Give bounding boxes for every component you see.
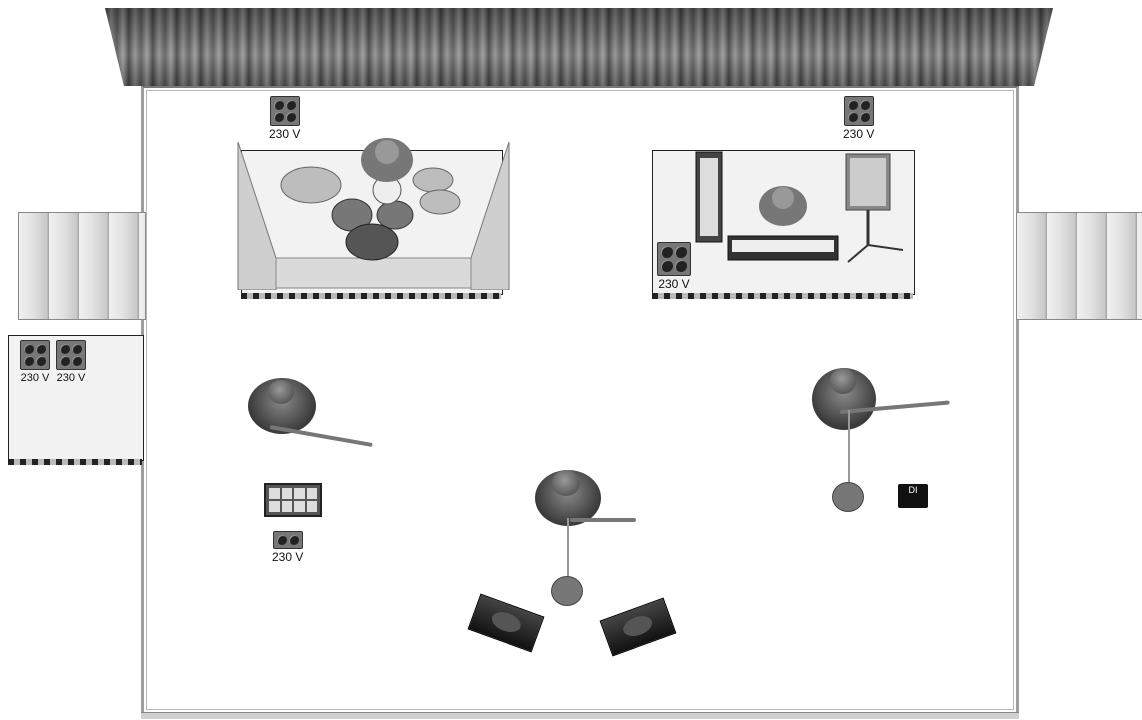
left-wing-curtain [18,212,146,320]
mic-stand-right-icon[interactable] [832,482,864,512]
outlet-icon [270,96,300,126]
power-outlet-side-1[interactable]: 230 V [20,340,50,384]
outlet-icon [20,340,50,370]
outlet-icon [273,531,303,549]
outlet-label: 230 V [658,278,689,290]
outlet-icon [657,242,691,276]
power-outlet-guitar-left[interactable]: 230 V [272,531,303,563]
drum-kit-icon [275,130,475,265]
drum-riser-base [241,293,501,299]
stage-front-edge [141,712,1019,719]
power-outlet-keys-riser[interactable]: 230 V [657,242,691,290]
stage-curtain [105,8,1053,86]
mic-pole [567,518,569,580]
outlet-label: 230 V [21,372,50,384]
outlet-label: 230 V [843,128,874,140]
pedalboard-icon[interactable] [264,483,322,517]
side-riser-truss [8,459,142,465]
guitarist-center-head [552,470,580,496]
outlet-label: 230 V [272,551,303,563]
guitar-center-icon [570,518,636,522]
outlet-label: 230 V [269,128,300,140]
power-outlet-drums[interactable]: 230 V [269,96,300,140]
keyboard-rig-icon [688,150,908,290]
mic-pole [848,410,850,482]
power-outlet-keys[interactable]: 230 V [843,96,874,140]
di-box-icon[interactable]: DI [898,484,928,508]
power-outlet-side-2[interactable]: 230 V [56,340,86,384]
keys-riser-base [652,293,913,299]
mic-stand-center-icon[interactable] [551,576,583,606]
right-wing-curtain [1016,212,1142,320]
outlet-icon [844,96,874,126]
bassist-right-head [830,368,856,394]
outlet-label: 230 V [57,372,86,384]
outlet-icon [56,340,86,370]
guitarist-left-head [268,380,294,404]
